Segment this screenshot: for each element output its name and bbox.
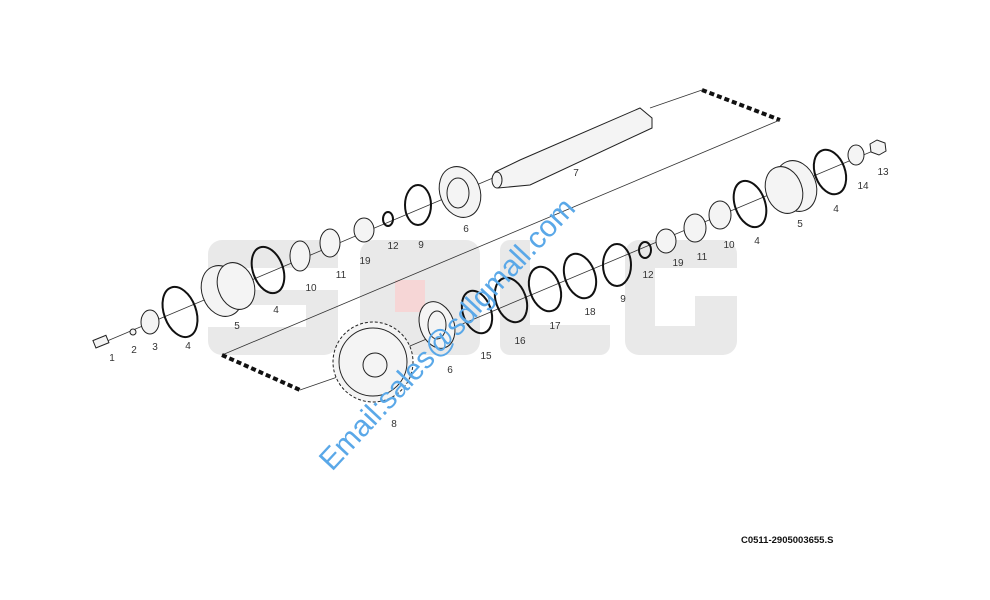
callout-7: 7 — [573, 168, 579, 179]
callout-6b: 6 — [447, 365, 453, 376]
callout-14: 14 — [857, 181, 869, 192]
callout-12: 12 — [387, 241, 399, 252]
callout-10: 10 — [305, 283, 317, 294]
callout-11b: 11 — [697, 252, 708, 263]
callout-4d: 4 — [833, 204, 839, 215]
callout-4: 4 — [185, 341, 191, 352]
callout-5: 5 — [234, 321, 240, 332]
callout-19b: 19 — [672, 258, 684, 269]
callout-1: 1 — [109, 353, 115, 364]
lower-chain-callouts: 8 6 15 16 17 18 9 12 19 11 10 4 5 4 14 1… — [391, 167, 889, 430]
callout-4c: 4 — [754, 236, 760, 247]
callout-3: 3 — [152, 342, 158, 353]
callout-9: 9 — [418, 240, 424, 251]
callout-17: 17 — [549, 321, 561, 332]
upper-chain-callouts: 1 2 3 4 5 4 10 11 19 12 9 6 7 — [109, 168, 579, 364]
callout-2: 2 — [131, 345, 137, 356]
lower-chain-parts — [332, 139, 887, 403]
callout-11: 11 — [336, 270, 347, 281]
callout-15: 15 — [480, 351, 492, 362]
callout-19: 19 — [359, 256, 371, 267]
callout-8: 8 — [391, 419, 397, 430]
callout-5b: 5 — [797, 219, 803, 230]
callout-10b: 10 — [723, 240, 735, 251]
callout-12b: 12 — [642, 270, 654, 281]
callout-4b: 4 — [273, 305, 279, 316]
upper-chain-parts — [92, 107, 653, 349]
callout-18: 18 — [584, 307, 596, 318]
callout-16: 16 — [514, 336, 526, 347]
drawing-number: C0511-2905003655.S — [741, 535, 834, 546]
callout-9b: 9 — [620, 294, 626, 305]
callout-13: 13 — [877, 167, 889, 178]
callout-6: 6 — [463, 224, 469, 235]
